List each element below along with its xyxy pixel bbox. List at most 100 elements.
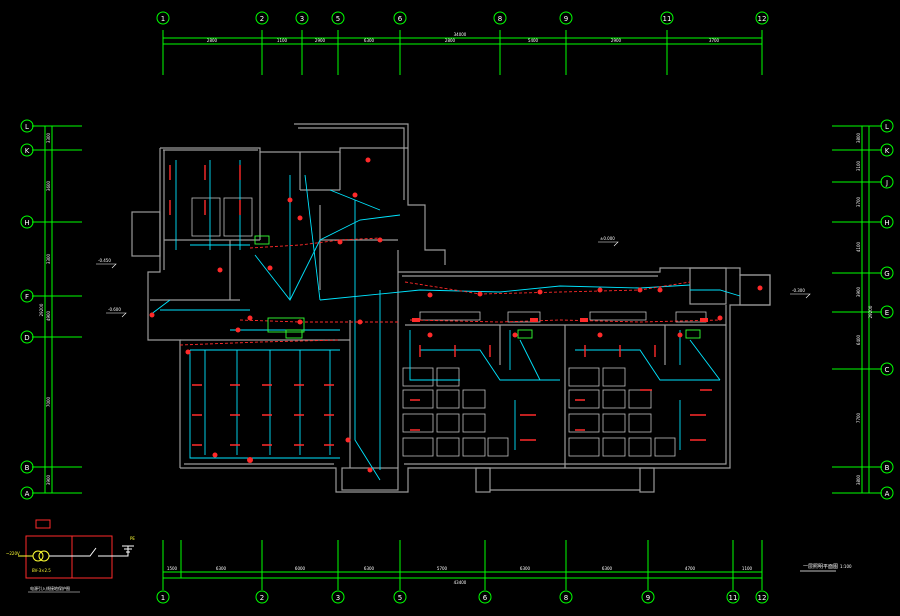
dimension-total: 34000 [454, 32, 467, 37]
axis-label: H [884, 219, 889, 227]
right-axis-grid [832, 125, 882, 494]
axis-label: 5 [336, 15, 340, 23]
axis-bubble [880, 143, 894, 157]
axis-label: 9 [646, 594, 650, 602]
axis-bubble [20, 330, 34, 344]
axis-label: A [885, 490, 890, 498]
dimension-text: 5700 [437, 566, 448, 571]
axis-label: 3 [300, 15, 304, 23]
axis-label: 6 [483, 594, 488, 602]
axis-label: G [884, 270, 889, 278]
dimension-total: 43400 [454, 580, 467, 585]
axis-bubble [755, 590, 769, 604]
legend-label: PE [130, 536, 135, 541]
axis-bubble [156, 11, 170, 25]
axis-bubble [478, 590, 492, 604]
dimension-text: 6400 [856, 334, 861, 345]
level-mark: -0.450 [98, 258, 111, 263]
dimension-text: 6300 [520, 566, 531, 571]
axis-bubble [255, 11, 269, 25]
dimension-text: 1100 [742, 566, 753, 571]
red-fixtures [169, 165, 712, 446]
dimension-text: 4100 [856, 241, 861, 252]
axis-bubble [726, 590, 740, 604]
axis-bubble [156, 590, 170, 604]
axis-bubble [20, 460, 34, 474]
bottom-axis-bubbles: 1 2 3 5 6 8 9 11 12 1500 6300 6000 6300 … [156, 566, 769, 604]
axis-bubble [880, 175, 894, 189]
axis-label: 9 [564, 15, 568, 23]
axis-bubble [880, 119, 894, 133]
axis-label: 1 [161, 594, 165, 602]
axis-bubble [20, 143, 34, 157]
axis-bubble [880, 305, 894, 319]
red-markers [149, 157, 763, 473]
dimension-text: 6300 [364, 38, 375, 43]
dimension-text: 5400 [528, 38, 539, 43]
dimension-total: 29200 [868, 305, 873, 318]
dimension-text: 3600 [46, 180, 51, 191]
dimension-text: 7700 [856, 412, 861, 423]
axis-label: 12 [758, 15, 767, 23]
axis-bubble [331, 11, 345, 25]
bottom-axis-grid [162, 540, 763, 590]
dimension-text: 2900 [611, 38, 622, 43]
axis-label: 11 [663, 15, 672, 23]
right-axis-bubbles: L K J H G E C B A 3800 3100 3700 4100 39… [856, 119, 894, 500]
axis-bubble [880, 215, 894, 229]
axis-bubble [559, 11, 573, 25]
axis-label: A [25, 490, 30, 498]
axis-label: 6 [398, 15, 403, 23]
axis-label: H [24, 219, 29, 227]
axis-label: L [885, 123, 889, 131]
level-mark: ±0.000 [600, 236, 615, 241]
drawing-scale: 1:100 [840, 564, 852, 569]
drawing-title-block: 一层照明平面图 1:100 [800, 564, 852, 572]
axis-label: 5 [398, 594, 402, 602]
dimension-text: 6300 [216, 566, 227, 571]
top-axis-grid [162, 30, 763, 75]
red-circuits [179, 237, 721, 346]
dimension-text: 3800 [856, 474, 861, 485]
axis-bubble [559, 590, 573, 604]
dimension-text: 3800 [856, 132, 861, 143]
left-axis-grid [32, 125, 82, 494]
dimension-text: 6300 [364, 566, 375, 571]
dimension-text: 2800 [445, 38, 456, 43]
axis-bubble [255, 590, 269, 604]
axis-label: 1 [161, 15, 165, 23]
dimension-text: 6000 [295, 566, 306, 571]
dimension-text: 3300 [46, 253, 51, 264]
dimension-text: 3300 [46, 132, 51, 143]
axis-label: L [25, 123, 29, 131]
dimension-text: 3700 [709, 38, 720, 43]
axis-label: 11 [729, 594, 738, 602]
axis-label: 8 [498, 15, 502, 23]
axis-label: K [25, 147, 30, 155]
axis-bubble [20, 486, 34, 500]
axis-bubble [755, 11, 769, 25]
level-mark: -0.300 [792, 288, 805, 293]
axis-label: B [885, 464, 890, 472]
level-mark: -0.600 [108, 307, 121, 312]
axis-label: B [25, 464, 30, 472]
dimension-text: 1100 [277, 38, 288, 43]
axis-label: E [885, 309, 889, 317]
axis-bubble [20, 119, 34, 133]
axis-label: C [885, 366, 890, 374]
legend-caption: 电源引入线接地保护图 [30, 585, 70, 591]
axis-bubble [880, 486, 894, 500]
dimension-text: 7000 [46, 396, 51, 407]
axis-bubble [295, 11, 309, 25]
axis-bubble [493, 11, 507, 25]
axis-label: F [25, 293, 29, 301]
axis-label: J [885, 179, 888, 187]
axis-bubble [393, 590, 407, 604]
axis-bubble [20, 289, 34, 303]
axis-bubble [660, 11, 674, 25]
dimension-text: 2800 [207, 38, 218, 43]
axis-bubble [331, 590, 345, 604]
axis-label: K [885, 147, 890, 155]
legend-label: BV-3×2.5 [32, 568, 51, 573]
